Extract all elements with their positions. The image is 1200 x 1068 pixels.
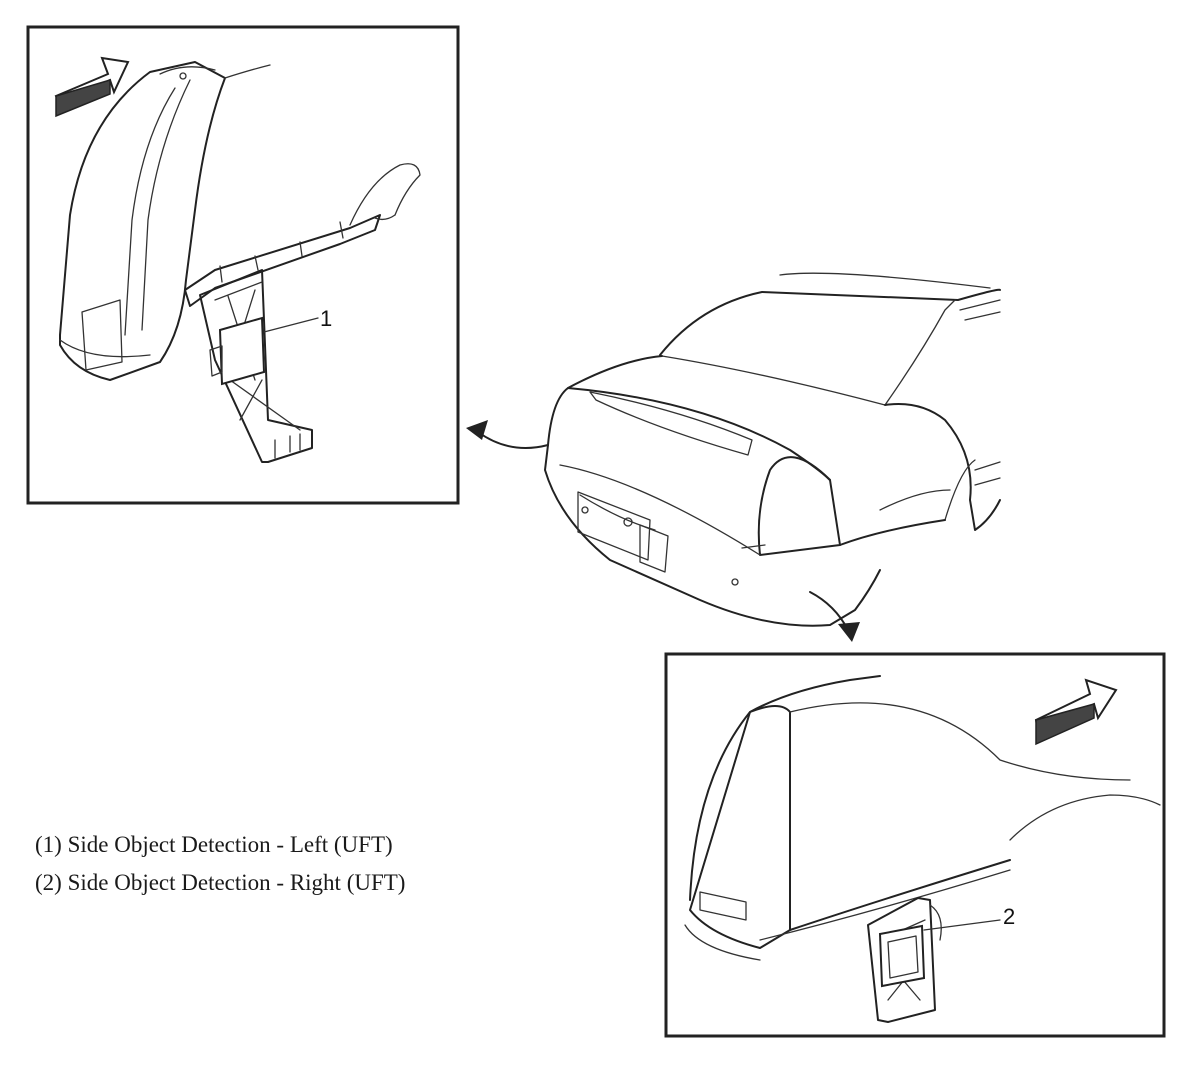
- left-body-rail: [184, 214, 381, 307]
- right-quarter-panel: [759, 702, 1161, 941]
- legend-item-left: (1) Side Object Detection - Left (UFT): [35, 832, 393, 857]
- left-tail-lamp-assembly: [59, 61, 226, 381]
- component-legend: (1) Side Object Detection - Left (UFT) (…: [35, 826, 405, 902]
- callout-1: 1: [320, 306, 332, 331]
- right-side-object-detection-module: [878, 924, 926, 988]
- vehicle-rear-view: [544, 272, 1001, 627]
- pointer-arrow-to-right-panel: [809, 591, 860, 642]
- left-fender-outline: [224, 64, 421, 226]
- left-side-object-detection-module: [209, 316, 266, 386]
- detail-panel-left: 1: [26, 25, 460, 505]
- pointer-arrow-to-left-panel: [466, 420, 549, 449]
- callout-2: 2: [1003, 904, 1015, 929]
- forward-arrow-icon: [1034, 678, 1118, 746]
- detail-panel-right: 2: [664, 652, 1166, 1038]
- callout-leader-2: [923, 919, 1001, 931]
- callout-leader-1: [263, 317, 319, 333]
- right-tail-lamp-assembly: [684, 675, 881, 961]
- legend-item-right: (2) Side Object Detection - Right (UFT): [35, 870, 406, 895]
- forward-arrow-icon: [54, 56, 130, 118]
